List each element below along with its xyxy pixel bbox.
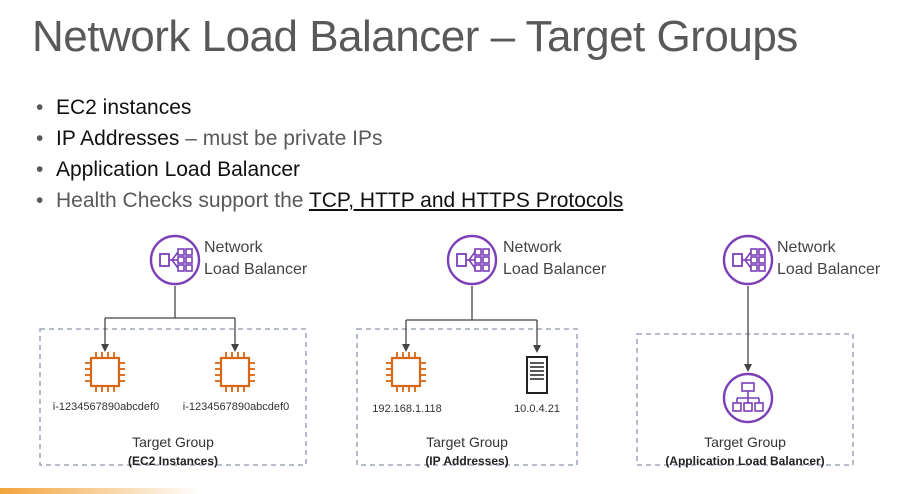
ec2-instance-icon <box>384 350 428 394</box>
nlb-label-3: Network Load Balancer <box>777 237 880 281</box>
bullet-ec2-text: EC2 instances <box>56 96 192 119</box>
bullet-list: •EC2 instances •IP Addresses – must be p… <box>36 92 623 216</box>
ec2-instance-icon <box>213 350 257 394</box>
target-group-type: (EC2 Instances) <box>127 454 219 468</box>
slide-title: Network Load Balancer – Target Groups <box>32 12 798 61</box>
ip-address-label: 192.168.1.118 <box>372 403 442 415</box>
target-group-title: Target Group <box>704 434 786 450</box>
ip-address-label: 10.0.4.21 <box>514 403 560 415</box>
target-group-title: Target Group <box>132 434 214 450</box>
instance-id-label: i-1234567890abcdef0 <box>182 401 290 413</box>
bullet-alb: •Application Load Balancer <box>36 158 301 181</box>
network-load-balancer-icon <box>446 234 498 286</box>
ec2-instance-icon <box>83 350 127 394</box>
target-group-type: (IP Addresses) <box>425 454 509 468</box>
nlb-label-line2: Load Balancer <box>204 261 308 278</box>
decorative-strip <box>0 488 200 494</box>
protocols-link[interactable]: TCP, HTTP and HTTPS Protocols <box>308 189 624 212</box>
target-group-ec2-box <box>39 328 307 466</box>
bullet-health-text: Health Checks support the <box>56 189 309 212</box>
nlb-label-1: Network Load Balancer <box>204 237 307 281</box>
server-icon <box>526 356 548 394</box>
target-group-label: Target Group (IP Addresses) <box>357 433 577 470</box>
nlb-label-line2: Load Balancer <box>777 261 881 278</box>
target-group-type: (Application Load Balancer) <box>665 454 825 468</box>
bullet-ip: •IP Addresses – must be private IPs <box>36 127 383 150</box>
nlb-label-line1: Network <box>204 239 263 256</box>
bullet-health: •Health Checks support the TCP, HTTP and… <box>36 189 624 212</box>
application-load-balancer-icon <box>722 372 774 424</box>
target-group-alb-box <box>636 333 854 466</box>
instance-id-label: i-1234567890abcdef0 <box>52 401 160 413</box>
nlb-label-2: Network Load Balancer <box>503 237 606 281</box>
bullet-ip-rest: – must be private IPs <box>179 127 383 150</box>
target-group-label: Target Group (Application Load Balancer) <box>637 433 853 470</box>
bullet-ip-strong: IP Addresses <box>56 127 180 150</box>
network-load-balancer-icon <box>722 234 774 286</box>
target-group-ip-box <box>356 328 578 466</box>
target-group-label: Target Group (EC2 Instances) <box>40 433 306 470</box>
network-load-balancer-icon <box>149 234 201 286</box>
target-group-title: Target Group <box>426 434 508 450</box>
nlb-label-line1: Network <box>503 239 562 256</box>
nlb-label-line1: Network <box>777 239 836 256</box>
nlb-label-line2: Load Balancer <box>503 261 607 278</box>
bullet-ec2: •EC2 instances <box>36 96 192 119</box>
bullet-alb-text: Application Load Balancer <box>56 158 301 181</box>
